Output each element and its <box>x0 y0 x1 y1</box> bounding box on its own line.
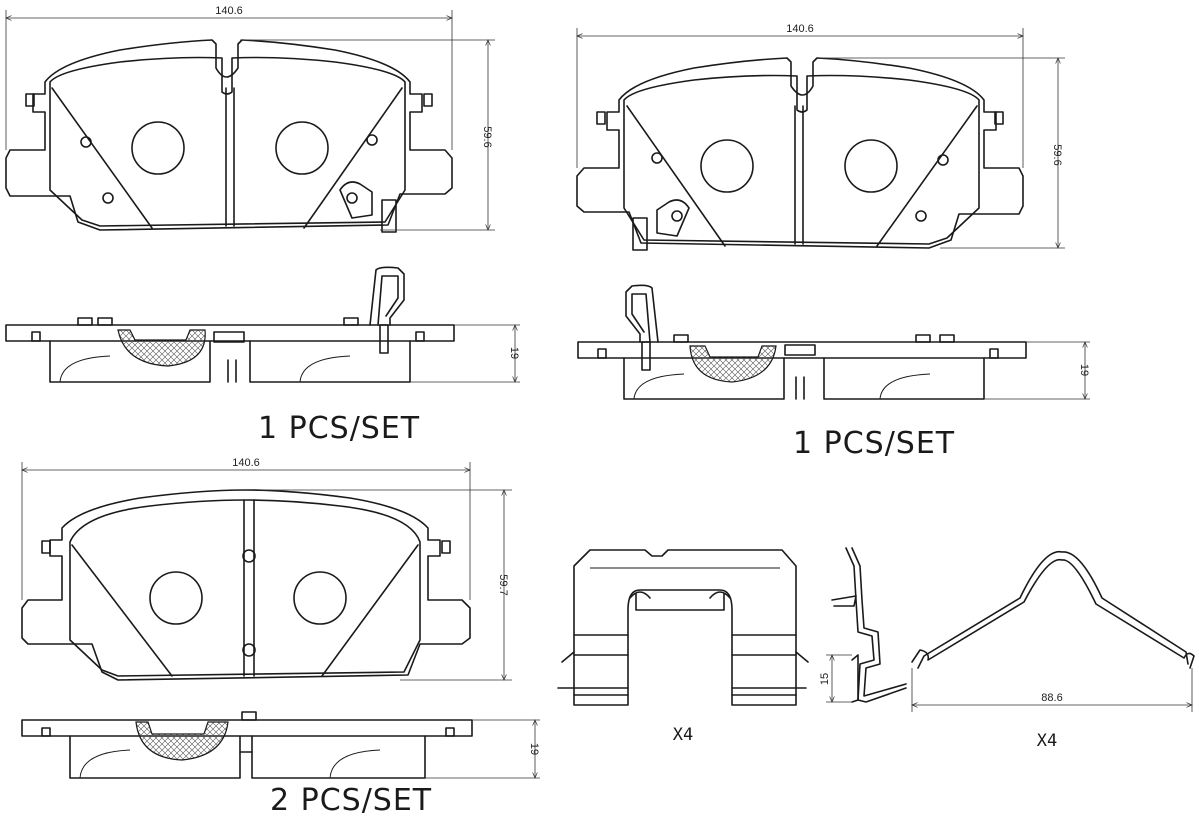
height-label: 59.7 <box>497 574 509 595</box>
pad-bottom-left-face <box>21 489 471 681</box>
clip-height-label: 15 <box>819 673 831 685</box>
spring-width-label: 88.6 <box>1041 692 1062 704</box>
pad-bottom-left-quantity: 2 PCS/SET <box>270 783 432 818</box>
height-label: 59.6 <box>1051 144 1063 165</box>
width-label: 140.6 <box>786 23 814 35</box>
pad-top-right-quantity: 1 PCS/SET <box>793 426 955 461</box>
pad-bottom-left-height-dimension: 59.7 <box>260 490 512 680</box>
width-label: 140.6 <box>215 5 243 17</box>
spring-width-dimension: 88.6 <box>912 668 1192 712</box>
pad-top-left-face <box>5 39 453 233</box>
pad-top-right-height-dimension: 59.6 <box>820 58 1065 248</box>
pad-top-left-height-dimension: 59.6 <box>240 40 495 230</box>
width-label: 140.6 <box>232 457 260 469</box>
thickness-label: 19 <box>508 347 520 359</box>
pad-top-right-width-dimension: 140.6 <box>577 23 1023 168</box>
abutment-clip-side-view <box>831 547 907 703</box>
pad-top-left-quantity: 1 PCS/SET <box>258 411 420 446</box>
thickness-label: 19 <box>1078 364 1090 376</box>
spring-multiplier: X4 <box>1037 731 1057 751</box>
pad-top-left-thickness-dimension: 19 <box>410 325 520 382</box>
pad-top-left-width-dimension: 140.6 <box>6 5 452 150</box>
thickness-label: 19 <box>528 743 540 755</box>
pad-bottom-left-side-view <box>21 711 473 779</box>
pad-top-right-face <box>576 57 1024 251</box>
anti-rattle-spring <box>911 550 1195 669</box>
pad-top-right-thickness-dimension: 19 <box>984 342 1090 399</box>
abutment-clip-front-view <box>557 549 809 706</box>
pad-bottom-left-thickness-dimension: 19 <box>425 720 540 778</box>
height-label: 59.6 <box>481 126 493 147</box>
clip-multiplier: X4 <box>673 725 693 745</box>
pad-bottom-left-width-dimension: 140.6 <box>22 457 470 600</box>
pad-top-right-side-view <box>577 284 1027 400</box>
clip-height-dimension: 15 <box>819 655 852 702</box>
pad-top-left-side-view <box>5 266 455 383</box>
